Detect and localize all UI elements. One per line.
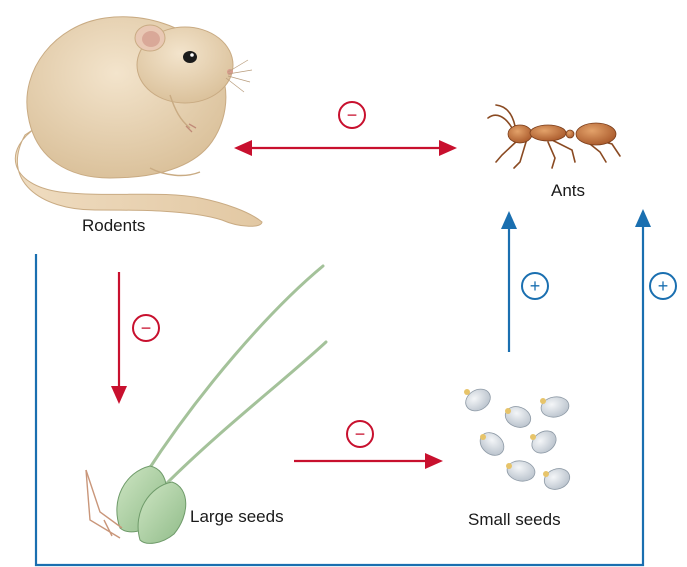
small-seeds-label: Small seeds: [468, 510, 561, 530]
small-seeds-illustration-icon: [462, 385, 573, 493]
ants-label: Ants: [551, 181, 585, 201]
large-seeds-illustration-icon: [86, 266, 326, 543]
rodents-label: Rodents: [82, 216, 145, 236]
small-seeds-ants-positive-arrow: [501, 211, 517, 352]
svg-text:−: −: [141, 318, 152, 338]
svg-text:−: −: [347, 105, 358, 125]
svg-text:+: +: [530, 276, 541, 296]
large-seeds-label: Large seeds: [190, 507, 284, 527]
large-seeds-small-seeds-negative-arrow: [294, 453, 443, 469]
rodents-ants-negative-arrow: [234, 140, 457, 156]
ant-illustration-icon: [488, 105, 620, 168]
positive-sign-badge: +: [650, 273, 676, 299]
rodent-illustration-icon: [15, 17, 262, 226]
negative-sign-badge: −: [339, 102, 365, 128]
svg-text:+: +: [658, 276, 669, 296]
svg-text:−: −: [355, 424, 366, 444]
rodents-large-seeds-negative-arrow: [111, 272, 127, 404]
positive-sign-badge: +: [522, 273, 548, 299]
negative-sign-badge: −: [133, 315, 159, 341]
negative-sign-badge: −: [347, 421, 373, 447]
